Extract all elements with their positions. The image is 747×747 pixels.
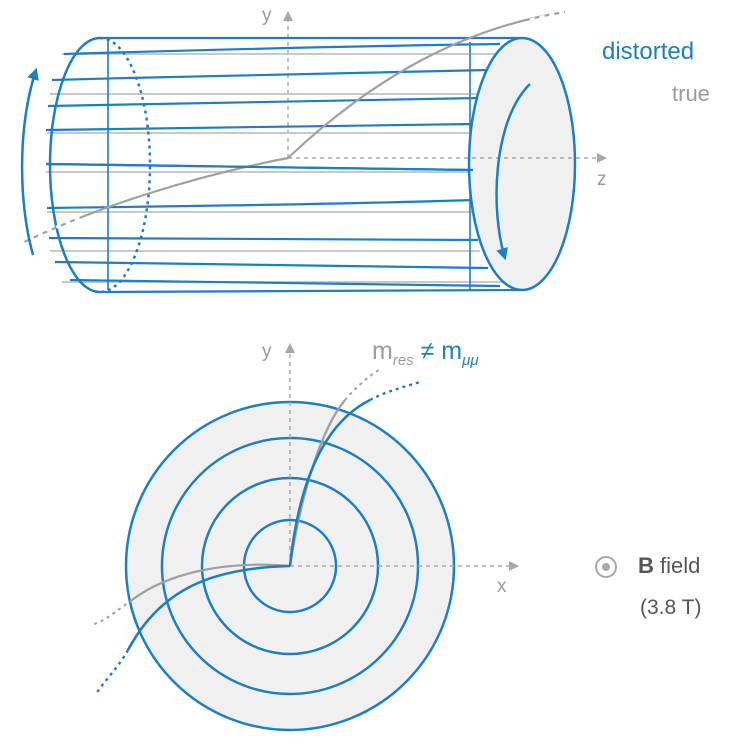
bottom-y-label: y [262,341,272,362]
b-field-label: B field [638,555,700,577]
distorted-center-line [45,162,474,172]
legend-true: true [672,81,710,106]
rotation-arrow-right [495,83,531,261]
distorted-track-bottom-left-dash [94,649,130,695]
true-field-lines [46,53,505,283]
true-track-top-dash-right [529,10,566,22]
mass-label: mres ≠ mμμ [372,337,479,369]
distorted-track-bottom-left [126,564,291,651]
distorted-field-lines [45,36,521,294]
distorted-track-bottom-dash [369,380,421,402]
cylinder-view [19,10,607,294]
legend-distorted: distorted [602,38,695,65]
b-field-word: field [653,553,701,578]
cylinder-front-face [467,36,577,292]
true-track-bottom-left-dash [93,599,133,625]
top-z-label: z [597,169,607,190]
out-of-page-dot-icon [595,556,617,578]
true-track-top [19,10,566,245]
distorted-track-bottom [288,398,371,567]
b-symbol: B [638,553,654,578]
m-mumu-sub: μμ [462,352,479,369]
true-track-bottom-left [131,563,291,601]
rotation-arrow-left [20,67,39,256]
neq-sign: ≠ [413,337,442,365]
top-y-label: y [262,5,272,26]
transverse-view [93,343,617,732]
bottom-x-label: x [497,576,507,597]
true-track-bottom-dash [344,367,383,401]
m-res-sub: res [392,352,414,369]
m-mumu-base: m [441,337,463,365]
b-field-value: (3.8 T) [640,596,702,619]
m-res-base: m [372,337,393,365]
